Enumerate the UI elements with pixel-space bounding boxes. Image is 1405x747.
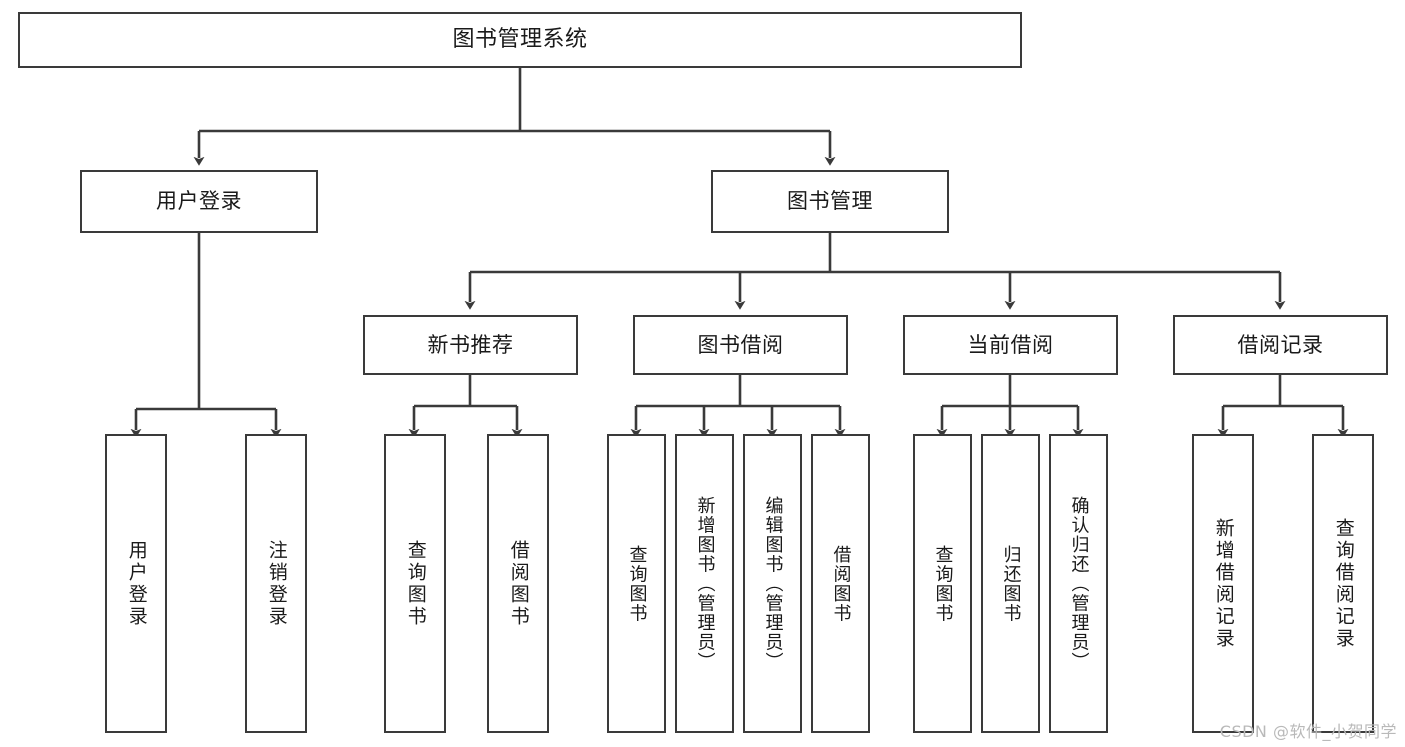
leaf-user-logout-label: 注销登录 bbox=[265, 539, 288, 628]
leaf-add-book-label: 新增图书（管理员） bbox=[694, 495, 716, 672]
leaf-add-record-label: 新增借阅记录 bbox=[1212, 517, 1235, 650]
leaf-query-book-3[interactable]: 查询图书 bbox=[913, 434, 972, 733]
leaf-add-record[interactable]: 新增借阅记录 bbox=[1192, 434, 1254, 733]
leaf-return-book[interactable]: 归还图书 bbox=[981, 434, 1040, 733]
leaf-borrow-book-1-label: 借阅图书 bbox=[507, 539, 530, 628]
leaf-user-login[interactable]: 用户登录 bbox=[105, 434, 167, 733]
leaf-borrow-book-2-label: 借阅图书 bbox=[830, 544, 852, 623]
node-book-borrow[interactable]: 图书借阅 bbox=[633, 315, 848, 375]
node-book-borrow-label: 图书借阅 bbox=[697, 332, 784, 357]
node-root[interactable]: 图书管理系统 bbox=[18, 12, 1022, 68]
node-user-login-label: 用户登录 bbox=[156, 189, 242, 214]
leaf-query-book-1-label: 查询图书 bbox=[404, 539, 427, 628]
leaf-user-logout[interactable]: 注销登录 bbox=[245, 434, 307, 733]
leaf-edit-book-label: 编辑图书（管理员） bbox=[762, 495, 784, 672]
node-new-book-recommend[interactable]: 新书推荐 bbox=[363, 315, 578, 375]
leaf-user-login-label: 用户登录 bbox=[125, 539, 148, 628]
leaf-borrow-book-1[interactable]: 借阅图书 bbox=[487, 434, 549, 733]
node-borrow-record[interactable]: 借阅记录 bbox=[1173, 315, 1388, 375]
node-borrow-record-label: 借阅记录 bbox=[1237, 332, 1324, 357]
leaf-add-book[interactable]: 新增图书（管理员） bbox=[675, 434, 734, 733]
leaf-edit-book[interactable]: 编辑图书（管理员） bbox=[743, 434, 802, 733]
node-book-management[interactable]: 图书管理 bbox=[711, 170, 949, 233]
leaf-query-record-label: 查询借阅记录 bbox=[1332, 517, 1355, 650]
leaf-confirm-return[interactable]: 确认归还（管理员） bbox=[1049, 434, 1108, 733]
leaf-confirm-return-label: 确认归还（管理员） bbox=[1068, 495, 1090, 672]
leaf-query-book-3-label: 查询图书 bbox=[932, 544, 954, 623]
node-root-label: 图书管理系统 bbox=[452, 27, 588, 53]
leaf-return-book-label: 归还图书 bbox=[1000, 544, 1022, 623]
leaf-query-book-1[interactable]: 查询图书 bbox=[384, 434, 446, 733]
watermark-text: CSDN @软件_小贺同学 bbox=[1219, 722, 1397, 741]
node-book-management-label: 图书管理 bbox=[787, 189, 873, 214]
leaf-query-book-2-label: 查询图书 bbox=[626, 544, 648, 623]
node-new-book-recommend-label: 新书推荐 bbox=[427, 332, 514, 357]
node-current-borrow-label: 当前借阅 bbox=[967, 332, 1054, 357]
node-current-borrow[interactable]: 当前借阅 bbox=[903, 315, 1118, 375]
node-user-login[interactable]: 用户登录 bbox=[80, 170, 318, 233]
leaf-query-book-2[interactable]: 查询图书 bbox=[607, 434, 666, 733]
leaf-borrow-book-2[interactable]: 借阅图书 bbox=[811, 434, 870, 733]
leaf-query-record[interactable]: 查询借阅记录 bbox=[1312, 434, 1374, 733]
